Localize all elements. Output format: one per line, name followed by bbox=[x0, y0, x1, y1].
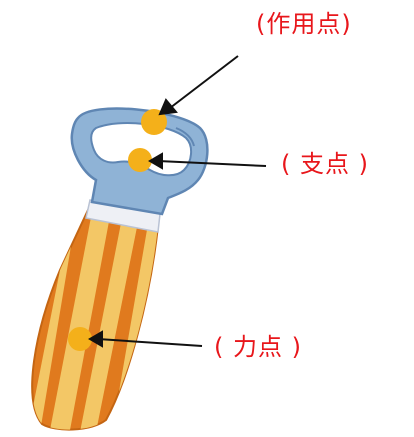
bottle-opener-icon bbox=[31, 107, 209, 431]
arrow-action bbox=[169, 55, 239, 109]
action-point-marker bbox=[141, 109, 167, 135]
fulcrum-label: ( 支点 ) bbox=[281, 150, 369, 178]
arrow-fulcrum-head bbox=[148, 152, 163, 170]
effort-point-marker bbox=[68, 327, 92, 351]
arrow-fulcrum bbox=[157, 160, 267, 167]
fulcrum-marker bbox=[128, 148, 152, 172]
action-point-label: (作用点) bbox=[256, 10, 352, 38]
effort-point-label: ( 力点 ) bbox=[214, 333, 302, 361]
arrow-effort-head bbox=[88, 330, 103, 348]
arrow-action-head bbox=[158, 98, 178, 116]
arrow-effort bbox=[97, 338, 203, 347]
